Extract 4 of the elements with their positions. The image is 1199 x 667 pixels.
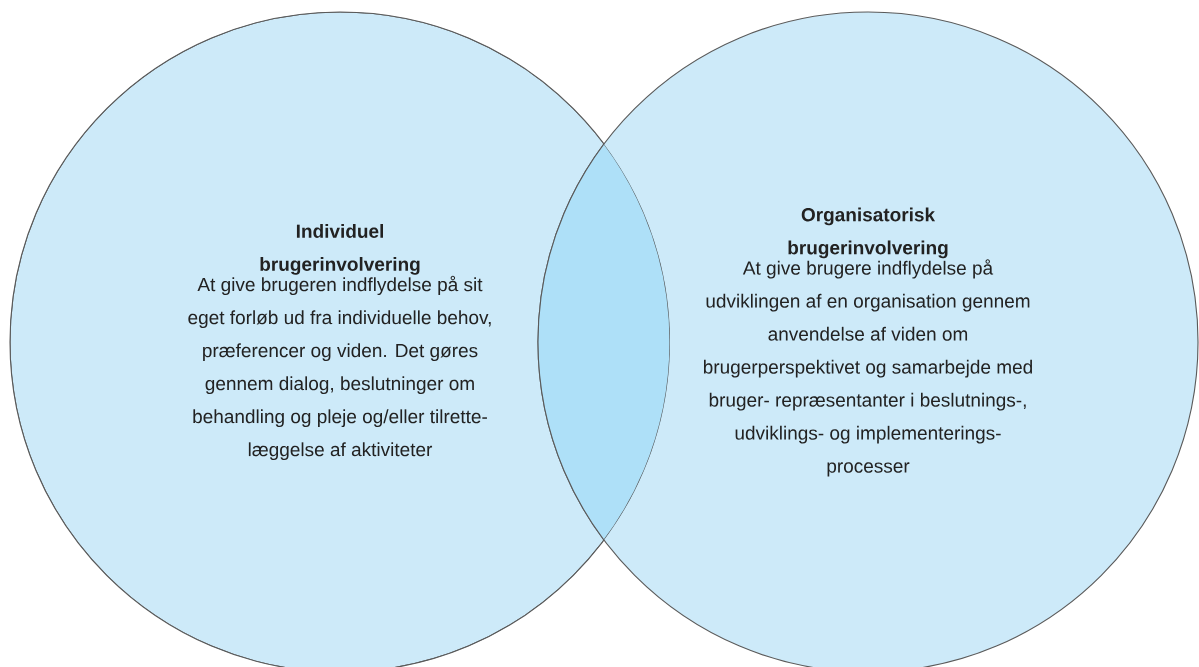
node-label: Organisatorisk brugerinvolvering [788,207,948,259]
node-label: Individuel brugerinvolvering [260,223,420,275]
node-label: At give brugeren indflydelse på sit eget forløb ud fra individuelle behov, præferencer og viden. Det gøres gennem dialog, beslutninger om behandling og pleje og/eller tilrette- læggelse af aktiviteter [188,275,491,461]
node-label: At give brugere indflydelse på udviklingen af en organisation gennem anvendelse af viden om brugerperspektivet og samarbejde med bruger- repræsentanter i beslutnings-, udviklings- og implementerings- processer [703,259,1032,477]
